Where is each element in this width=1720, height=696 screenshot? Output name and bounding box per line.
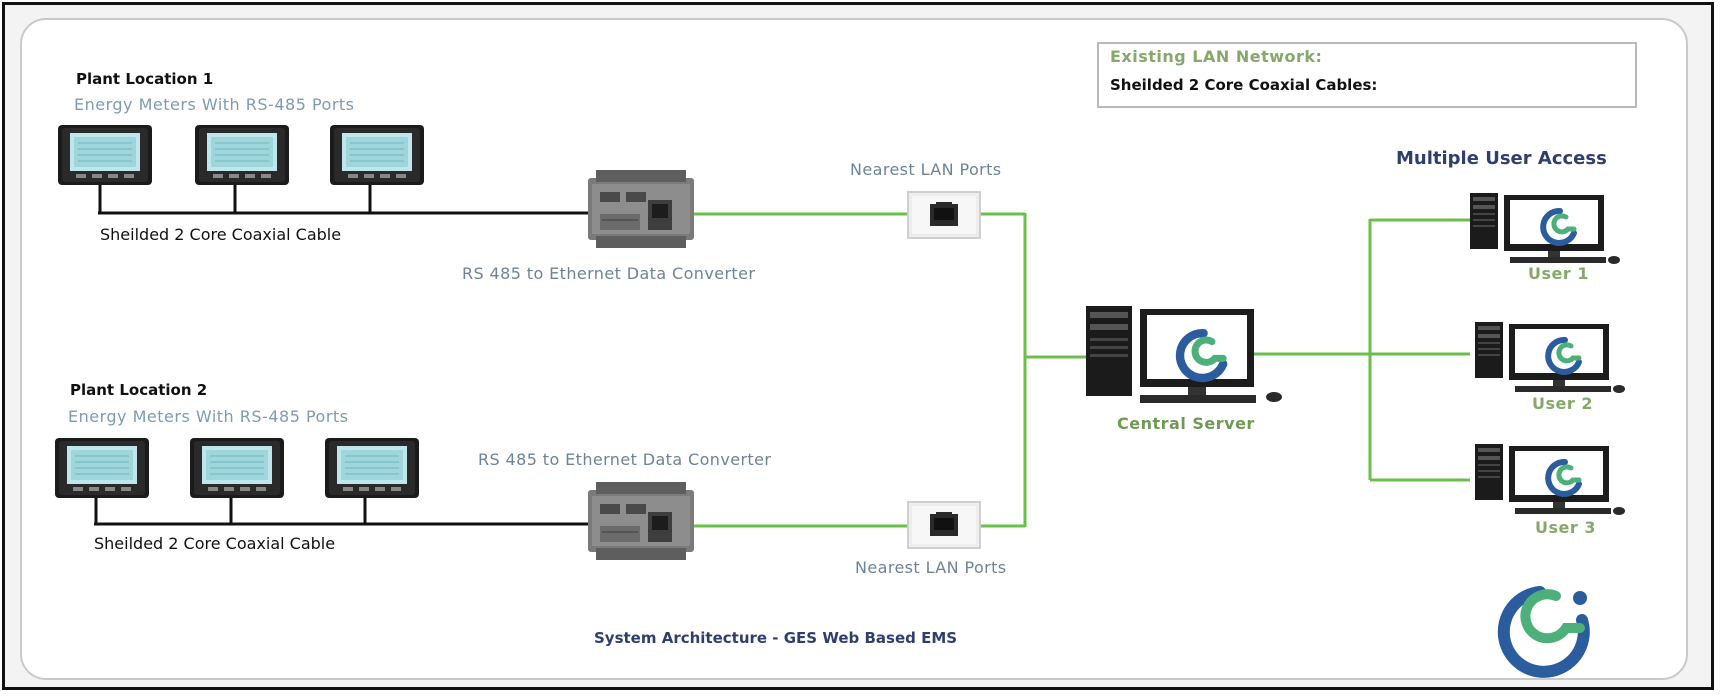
diagram-panel: [20, 18, 1688, 680]
plant2-meters-label: Energy Meters With RS-485 Ports: [68, 407, 349, 426]
energy-meter-icon: [189, 437, 285, 499]
user-computer-icon: [1475, 444, 1625, 515]
data-converter-icon: [587, 169, 695, 249]
plant2-cables: [94, 494, 590, 526]
diagram-caption: System Architecture - GES Web Based EMS: [594, 629, 958, 647]
user-2-label: User 2: [1532, 394, 1593, 413]
legend-box: [1097, 42, 1637, 108]
server-computer-icon: [1086, 306, 1282, 403]
energy-meter-icon: [194, 124, 290, 186]
lan-port-icon: [907, 191, 981, 239]
user-computer-icon: [1470, 193, 1620, 264]
plant1-title: Plant Location 1: [76, 70, 214, 88]
legend-cable-label: Sheilded 2 Core Coaxial Cables:: [1110, 76, 1378, 94]
data-converter-icon: [587, 481, 695, 561]
server-label: Central Server: [1117, 414, 1255, 433]
user-1-label: User 1: [1528, 264, 1589, 283]
user-computer-icon: [1475, 322, 1625, 393]
plant2-title: Plant Location 2: [70, 381, 208, 399]
lan-port-icon: [907, 501, 981, 549]
user-3-label: User 3: [1535, 518, 1596, 537]
plant1-meters-label: Energy Meters With RS-485 Ports: [74, 95, 355, 114]
plant2-converter-label: RS 485 to Ethernet Data Converter: [478, 450, 772, 469]
legend-lan-label: Existing LAN Network:: [1110, 47, 1323, 66]
users-title: Multiple User Access: [1396, 148, 1607, 169]
energy-meter-icon: [324, 437, 420, 499]
ges-logo-icon: [1497, 586, 1590, 678]
energy-meter-icon: [57, 124, 153, 186]
plant1-lan-label: Nearest LAN Ports: [850, 160, 1002, 179]
energy-meter-icon: [54, 437, 150, 499]
lan-network-lines: [694, 212, 1470, 528]
plant1-cable-label: Sheilded 2 Core Coaxial Cable: [100, 225, 342, 244]
plant2-lan-label: Nearest LAN Ports: [855, 558, 1007, 577]
energy-meter-icon: [329, 124, 425, 186]
plant2-cable-label: Sheilded 2 Core Coaxial Cable: [94, 534, 336, 553]
plant1-converter-label: RS 485 to Ethernet Data Converter: [462, 264, 756, 283]
